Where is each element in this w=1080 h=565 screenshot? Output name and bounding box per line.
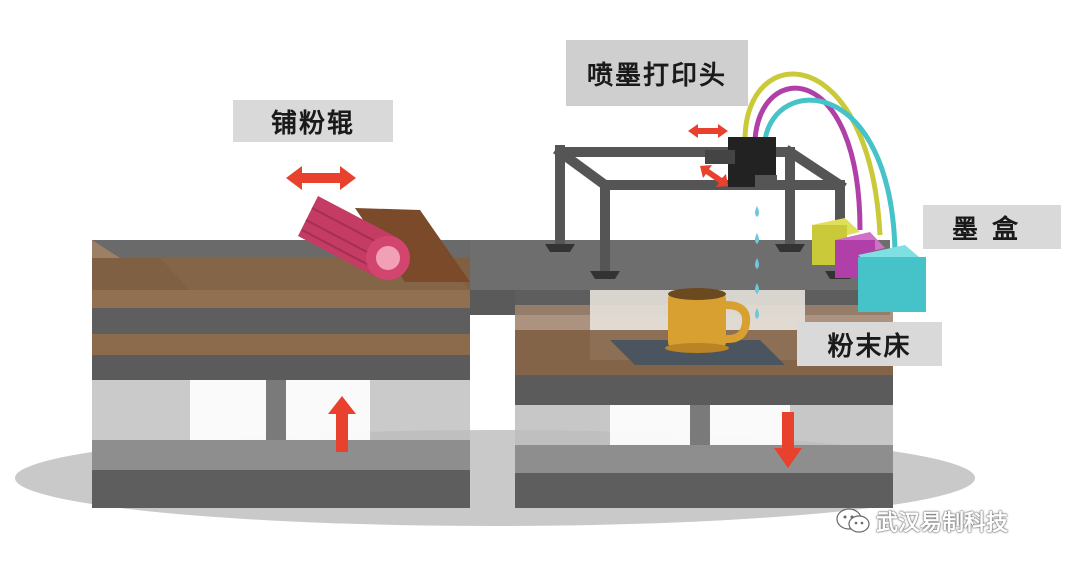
build-down-arrow xyxy=(774,412,802,468)
feed-chamber xyxy=(92,240,500,508)
print-head-label: 喷墨打印头 xyxy=(566,40,748,106)
wechat-icon xyxy=(836,508,870,533)
powder-roller xyxy=(298,196,470,282)
powder-bed-label: 粉末床 xyxy=(797,322,942,366)
print-head xyxy=(705,137,777,189)
head-y-arrow xyxy=(700,165,728,187)
watermark: 武汉易制科技 xyxy=(836,506,1008,536)
head-x-arrow xyxy=(688,124,728,138)
watermark-text: 武汉易制科技 xyxy=(876,511,1009,536)
ink-tubes xyxy=(742,71,898,251)
ink-droplets xyxy=(755,206,759,319)
roller-label: 铺粉辊 xyxy=(233,100,393,142)
printed-cup xyxy=(665,288,751,353)
feed-up-arrow xyxy=(328,396,356,452)
ink-box-label: 墨盒 xyxy=(923,205,1061,249)
roller-motion-arrow xyxy=(286,166,356,190)
ink-cartridges xyxy=(812,218,926,312)
